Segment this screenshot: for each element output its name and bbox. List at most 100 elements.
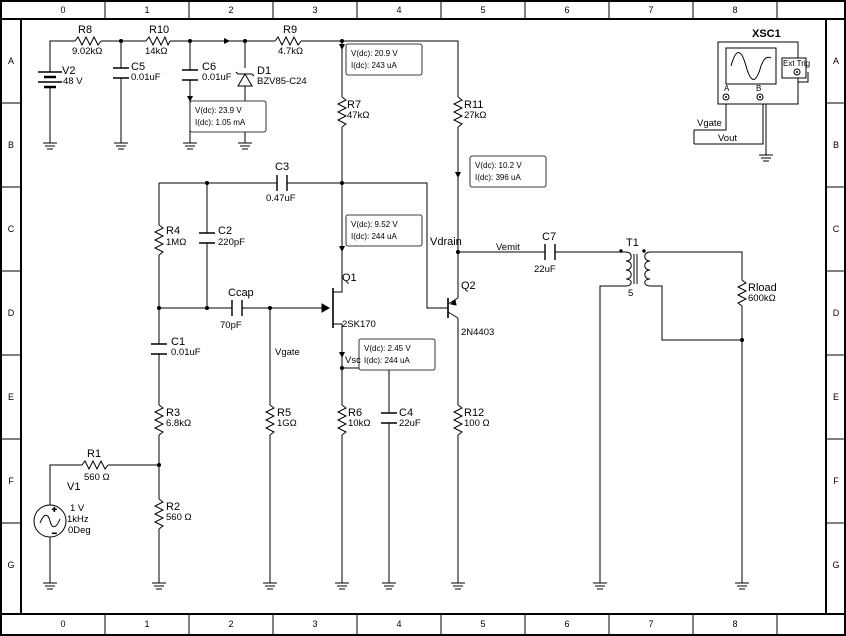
row-label-D: D [8,308,15,318]
svg-text:I(dc): 244 uA: I(dc): 244 uA [364,356,410,365]
wires [49,40,809,583]
svg-text:V(dc): 20.9 V: V(dc): 20.9 V [351,49,398,58]
label-r11-val: 27kΩ [464,110,486,121]
label-v1-line1: 1 V [70,503,85,514]
label-r7-val: 47kΩ [347,110,369,121]
svg-text:I(dc): 244 uA: I(dc): 244 uA [351,232,397,241]
oscilloscope-xsc1[interactable]: A B Ext Trig [717,41,810,105]
ground-r2 [152,582,166,590]
row-label-C-right: C [833,224,840,234]
ground-v1 [43,582,57,590]
label-c2-ref: C2 [218,225,232,237]
resistor-r9 [274,35,302,47]
svg-text:V(dc): 2.45 V: V(dc): 2.45 V [364,344,411,353]
resistor-r5 [264,404,276,436]
capacitor-c3 [276,175,288,191]
capacitor-c6 [182,69,198,81]
component-labels: R8 9.02kΩ R10 14kΩ R9 4.7kΩ V2 48 V C5 0… [62,24,777,536]
label-c6-val: 0.01uF [202,72,232,83]
resistor-rload [736,279,748,307]
ground-c4 [382,582,396,590]
col-label-7-bottom: 7 [648,619,653,629]
col-label-1: 1 [144,5,149,15]
probe-box-d1: V(dc): 23.9 V I(dc): 1.05 mA [189,100,267,133]
svg-text:V(dc): 23.9 V: V(dc): 23.9 V [195,106,242,115]
battery-v2 [38,71,62,92]
label-c5-ref: C5 [131,61,145,73]
row-label-F: F [8,476,14,486]
resistor-r7 [336,96,348,128]
row-label-E: E [8,392,14,402]
capacitor-c2 [199,232,215,244]
label-v1-line3: 0Deg [68,525,91,536]
col-label-6: 6 [564,5,569,15]
ground-r5 [263,582,277,590]
zener-diode-d1 [235,71,255,87]
transformer-t1 [616,249,651,287]
label-c7-ref: C7 [542,231,556,243]
label-r1-ref: R1 [87,448,101,460]
resistor-r8 [74,35,102,47]
capacitor-c4 [381,412,397,424]
col-label-4: 4 [396,5,401,15]
label-v1-line2: 1kHz [67,514,89,525]
resistor-r4 [153,224,165,256]
col-label-6-bottom: 6 [564,619,569,629]
col-label-1-bottom: 1 [144,619,149,629]
label-r9-val: 4.7kΩ [278,46,303,57]
label-v1-ref: V1 [67,481,80,493]
label-c4-val: 22uF [399,418,421,429]
label-c5-val: 0.01uF [131,72,161,83]
capacitor-c5 [113,67,129,79]
col-label-8: 8 [732,5,737,15]
svg-text:V(dc): 9.52 V: V(dc): 9.52 V [351,220,398,229]
svg-text:I(dc): 396 uA: I(dc): 396 uA [475,173,521,182]
probe-box-q1-drain: V(dc): 9.52 V I(dc): 244 uA [345,214,423,247]
row-label-E-right: E [833,392,839,402]
label-r8-val: 9.02kΩ [72,46,102,57]
label-t1-val: 5 [628,288,633,299]
net-label-vdrain: Vdrain [430,236,462,248]
label-q1-ref: Q1 [342,272,357,284]
label-d1-ref: D1 [257,65,271,77]
jfet-q1 [321,286,343,330]
col-label-4-bottom: 4 [396,619,401,629]
row-label-G-right: G [832,560,839,570]
ground-c5 [114,142,128,150]
label-rload-val: 600kΩ [748,293,776,304]
xsc1-a-label: A [724,84,730,93]
label-d1-val: BZV85-C24 [257,76,307,87]
label-c3-val: 0.47uF [266,193,296,204]
label-t1-ref: T1 [626,237,639,249]
label-r12-val: 100 Ω [464,418,490,429]
resistor-r6 [336,404,348,436]
label-v2-val: 48 V [63,76,83,87]
label-r11-ref: R11 [464,99,483,111]
svg-text:I(dc): 243 uA: I(dc): 243 uA [351,61,397,70]
col-label-0: 0 [60,5,65,15]
capacitor-ccap [231,300,243,316]
label-ccap-ref: Ccap [228,287,254,299]
net-label-vsc: Vsc [345,355,361,366]
label-c6-ref: C6 [202,61,216,73]
ground-symbols [43,142,773,590]
capacitor-c7 [544,244,556,260]
col-label-7: 7 [648,5,653,15]
label-r3-ref: R3 [166,407,180,419]
label-r2-ref: R2 [166,501,180,513]
svg-text:V(dc): 10.2 V: V(dc): 10.2 V [475,161,522,170]
col-label-3: 3 [312,5,317,15]
resistor-r11 [452,96,464,128]
probe-box-r7: V(dc): 20.9 V I(dc): 243 uA [345,43,423,76]
row-label-B-right: B [833,140,839,150]
label-r12-ref: R12 [464,407,484,419]
label-ccap-val: 70pF [220,320,242,331]
col-label-2: 2 [228,5,233,15]
col-label-0-bottom: 0 [60,619,65,629]
label-r9-ref: R9 [283,24,297,36]
row-label-A-right: A [833,56,839,66]
svg-text:−: − [52,529,57,538]
xsc1-ext-label: Ext Trig [783,59,810,68]
label-r4-val: 1MΩ [166,237,186,248]
ground-scope [759,154,773,162]
